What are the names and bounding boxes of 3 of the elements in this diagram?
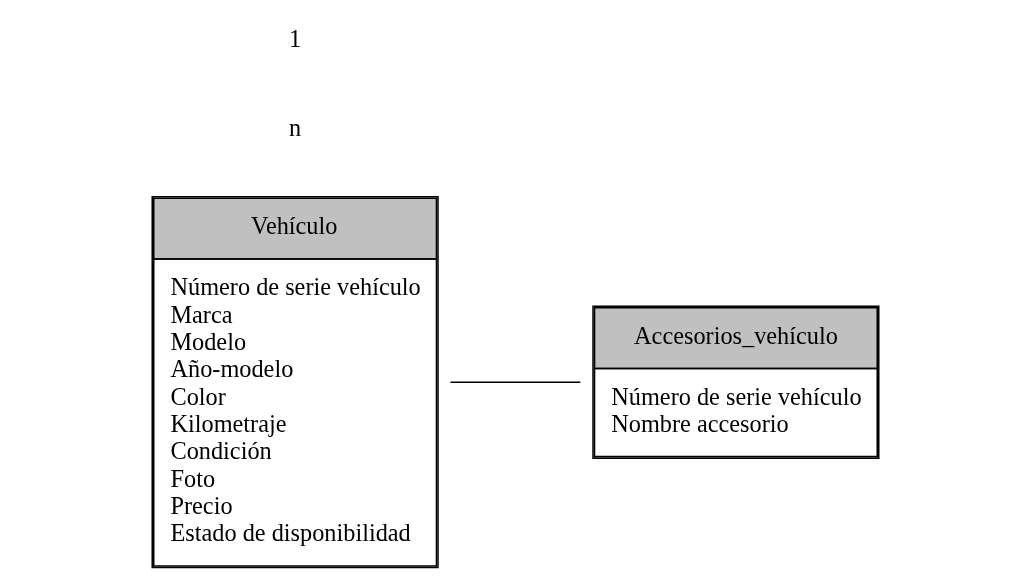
label: 1 [288,25,301,53]
connector [449,381,581,383]
label: n [288,113,301,141]
